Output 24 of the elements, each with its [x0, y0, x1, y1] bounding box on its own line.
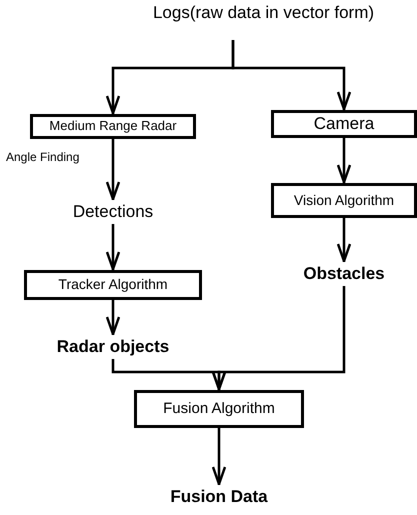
process-box	[24, 270, 202, 300]
edge-label: Angle Finding	[6, 150, 80, 165]
box-label: Tracker Algorithm	[58, 276, 168, 294]
arrow	[336, 218, 352, 262]
arrow	[336, 138, 352, 184]
box-label: Medium Range Radar	[49, 118, 177, 135]
arrow	[212, 286, 346, 390]
arrow	[106, 224, 120, 270]
output-label: Radar objects	[56, 336, 170, 358]
arrow	[106, 300, 120, 336]
output-label: Fusion Data	[170, 486, 268, 508]
process-box	[271, 183, 417, 218]
process-box	[30, 114, 196, 139]
box-label: Camera	[314, 113, 374, 135]
box-label: Fusion Algorithm	[163, 400, 275, 418]
arrow	[212, 428, 226, 486]
output-label: Obstacles	[303, 263, 385, 285]
arrow	[106, 139, 120, 200]
arrow	[232, 40, 352, 110]
process-box	[134, 390, 304, 428]
output-label: Detections	[72, 201, 154, 223]
source-label: Logs(raw data in vector form)	[152, 2, 374, 24]
process-box	[271, 110, 417, 138]
box-label: Vision Algorithm	[294, 192, 394, 210]
